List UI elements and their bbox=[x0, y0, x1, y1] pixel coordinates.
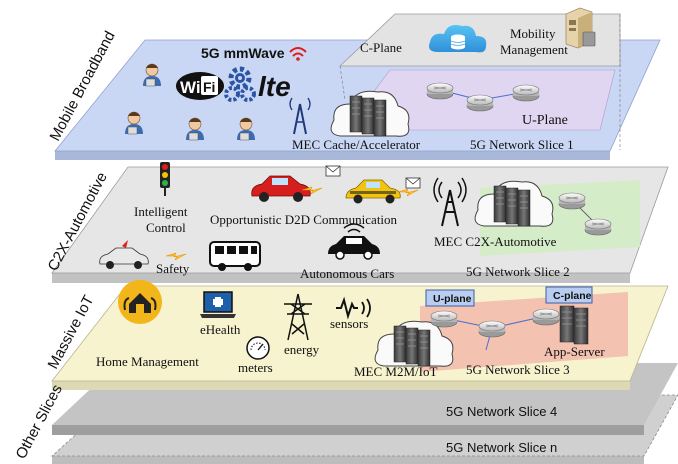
meters-label: meters bbox=[238, 360, 273, 375]
mmwave-label: 5G mmWave bbox=[201, 45, 285, 61]
wifi-signal-icon bbox=[289, 47, 307, 61]
router-icon bbox=[478, 320, 506, 338]
cloud-database-icon bbox=[429, 25, 487, 53]
u-plane-box: U-plane bbox=[425, 289, 475, 307]
intelligent-control-label-2: Control bbox=[146, 220, 186, 235]
u-plane-label: U-Plane bbox=[522, 113, 568, 128]
message-icon bbox=[405, 177, 421, 189]
wifi-fi-text: Fi bbox=[203, 79, 215, 95]
mec-cache-cloud-icon bbox=[330, 90, 410, 137]
mec-iot-cloud-icon bbox=[374, 320, 454, 367]
ehealth-label: eHealth bbox=[200, 322, 241, 337]
mec-c2x-label: MEC C2X-Automotive bbox=[434, 234, 557, 249]
red-car-icon bbox=[251, 175, 311, 202]
gear-icon bbox=[224, 66, 256, 102]
cell-tower-icon bbox=[289, 97, 311, 135]
c-plane-label: C-Plane bbox=[360, 40, 402, 55]
traffic-light-icon bbox=[160, 162, 170, 196]
opportunistic-label: Opportunistic D2D Communication bbox=[210, 212, 398, 227]
mobility-management-label-2: Management bbox=[500, 42, 568, 57]
intelligent-control-label-1: Intelligent bbox=[134, 204, 188, 219]
wifi-logo-icon: Wi Fi bbox=[176, 72, 224, 100]
autonomous-cars-label: Autonomous Cars bbox=[300, 266, 394, 281]
u-plane-routers bbox=[426, 82, 540, 112]
iot-routers bbox=[430, 308, 560, 351]
router-icon bbox=[430, 310, 458, 328]
home-management-label: Home Management bbox=[96, 354, 199, 369]
cell-tower-icon bbox=[433, 177, 467, 227]
sensors-label: sensors bbox=[330, 316, 368, 331]
router-icon bbox=[512, 84, 540, 102]
home-management-icon bbox=[118, 280, 162, 324]
slice-n-label: 5G Network Slice n bbox=[446, 440, 557, 455]
app-server-icon bbox=[559, 305, 589, 345]
slice-2-label: 5G Network Slice 2 bbox=[466, 264, 570, 279]
c-plane-box: C-plane bbox=[545, 286, 593, 304]
energy-label: energy bbox=[284, 342, 320, 357]
slice-3-label: 5G Network Slice 3 bbox=[466, 362, 570, 377]
lte-logo: lte bbox=[258, 71, 291, 102]
taxi-car-icon bbox=[345, 179, 401, 204]
router-icon bbox=[426, 82, 454, 100]
sensor-signal-icon bbox=[336, 296, 371, 320]
mobility-management-label-1: Mobility bbox=[510, 26, 556, 41]
c2x-routers bbox=[558, 192, 612, 236]
mec-iot-label: MEC M2M/IoT bbox=[354, 364, 437, 379]
c-plane-box-label: C-plane bbox=[553, 290, 592, 302]
router-icon bbox=[558, 192, 586, 210]
router-icon bbox=[466, 94, 494, 112]
router-icon bbox=[584, 218, 612, 236]
crash-car-icon bbox=[99, 240, 149, 269]
router-icon bbox=[532, 308, 560, 326]
app-server-label: App-Server bbox=[544, 344, 605, 359]
u-plane-box-label: U-plane bbox=[433, 293, 472, 305]
message-icon bbox=[325, 165, 341, 177]
ehealth-laptop-icon bbox=[200, 291, 236, 318]
meter-gauge-icon bbox=[246, 336, 270, 360]
slice-4-label: 5G Network Slice 4 bbox=[446, 404, 557, 419]
slice-1-label: 5G Network Slice 1 bbox=[470, 137, 574, 152]
bus-icon bbox=[209, 241, 261, 271]
mec-cache-label: MEC Cache/Accelerator bbox=[292, 137, 421, 152]
mec-c2x-cloud-icon bbox=[474, 180, 554, 227]
safety-label: Safety bbox=[156, 261, 190, 276]
mobility-server-icon bbox=[565, 7, 596, 49]
autonomous-car-icon bbox=[328, 223, 380, 260]
power-tower-icon bbox=[284, 293, 312, 341]
wifi-logo-text: Wi bbox=[180, 78, 201, 97]
